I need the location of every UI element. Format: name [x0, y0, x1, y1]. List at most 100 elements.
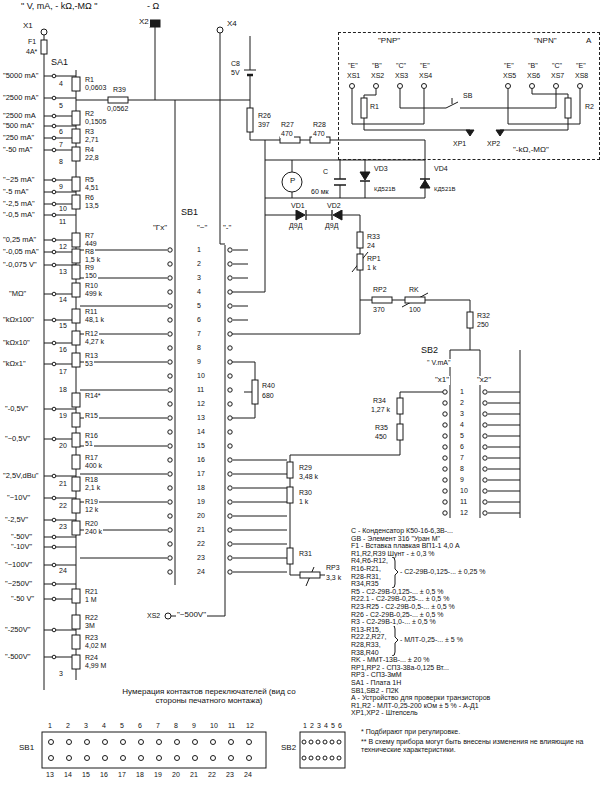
resistor-symbol [72, 635, 80, 649]
pin-label: "E" [575, 62, 587, 70]
component-label: 470 [312, 130, 326, 138]
component-label: 370 [372, 306, 386, 314]
switch-contact [168, 472, 172, 476]
contact-number: 13 [196, 414, 206, 422]
parts-list-line: R38,R40 [350, 649, 380, 657]
resistor-name: R14* [84, 392, 102, 400]
component-label: SB1 [180, 208, 199, 218]
pin-label: "B" [527, 62, 539, 70]
wire [488, 436, 520, 437]
switch-contact [483, 423, 487, 427]
switch-contact [483, 390, 487, 394]
switch-contact [228, 542, 232, 546]
resistor-name: R7 [84, 232, 95, 240]
component-label: 1,27 k [370, 406, 391, 414]
resistor-symbol [72, 77, 80, 91]
resistor-value: 4,27 k [84, 338, 105, 346]
pin-number: 15 [81, 771, 91, 779]
contact-number: 4 [459, 421, 465, 429]
footprint-hole [85, 740, 90, 745]
resistor-name: R20 [84, 520, 99, 528]
contact-number: 13 [58, 268, 68, 276]
switch-contact [168, 248, 172, 252]
component-label: "-" [222, 224, 232, 233]
footprint-hole [302, 756, 306, 760]
socket-label: XS4 [418, 72, 433, 80]
resistor-symbol [108, 97, 128, 103]
resistor-name: R6 [84, 194, 95, 202]
switch-contact [443, 412, 447, 416]
switch-contact [483, 489, 487, 493]
switch-contact [52, 202, 56, 206]
contact-number: 14 [196, 428, 206, 436]
parts-list-line: SB1,SB2 - П2К [350, 687, 400, 695]
resistor-name: R1 [84, 76, 95, 84]
switch-tap [44, 116, 76, 117]
contact-number: 6 [196, 316, 202, 324]
switch-contact [483, 434, 487, 438]
wire [488, 469, 520, 470]
parts-list-line: XP1,XP2 - Штепсель [350, 709, 419, 717]
contact-number: 16 [196, 456, 206, 464]
parts-list-line: RK - ММТ-13В-... ± 20 % [350, 656, 431, 664]
contact-number: 22 [196, 540, 206, 548]
range-label: "-0,5V" [4, 405, 29, 413]
socket-label: XS3 [394, 72, 409, 80]
component-label: - Ω [146, 2, 160, 12]
resistor-value: 1 M [84, 596, 98, 604]
wire [233, 572, 287, 573]
component-label: C8 [230, 60, 241, 68]
pin-number: 21 [189, 771, 199, 779]
wire [488, 502, 520, 503]
switch-contact [52, 238, 56, 242]
contact-number: 5 [459, 432, 465, 440]
range-label: "~10V" [6, 494, 31, 502]
pin-number: 23 [225, 771, 235, 779]
footprint-hole [323, 756, 327, 760]
pin-number: 9 [191, 722, 197, 730]
footprint-hole [229, 756, 234, 761]
switch-footprint [42, 732, 266, 768]
switch-tap [44, 630, 76, 631]
component-label: RP3 [325, 564, 341, 572]
resistor-symbol [72, 195, 80, 209]
component-label: R30 [298, 489, 313, 497]
range-label: "2,5V,dBu" [2, 472, 40, 480]
range-label: "kΩx1" [2, 360, 27, 368]
wiring [41, 20, 580, 768]
pin-label: "C" [551, 62, 563, 70]
resistor-name: R17 [84, 454, 99, 462]
range-label: "-5 mA" [2, 188, 29, 196]
pin-number: 17 [117, 771, 127, 779]
component-label: P [289, 177, 296, 186]
switch-name: SB1 [18, 744, 35, 753]
wire [488, 513, 520, 514]
switch-contact [168, 318, 172, 322]
component-label: C [322, 168, 329, 176]
switch-contact [168, 388, 172, 392]
pin-number: 5 [119, 722, 125, 730]
range-label: "2500 mA [2, 112, 37, 120]
switch-contact [168, 276, 172, 280]
range-label: "-10V" [10, 543, 33, 551]
pin-number: 24 [243, 771, 253, 779]
range-label: "-2,5 mA" [2, 200, 36, 208]
parts-list-line: R3 - С2-29В-1,0-... ± 0,5 % [350, 618, 437, 626]
footprint-hole [157, 756, 162, 761]
component-label: "x1" [434, 376, 450, 385]
contact-number: 21 [58, 480, 68, 488]
component-label: R32 [476, 312, 491, 320]
range-label: "2500 mA" [2, 94, 39, 102]
resistor-name: R11 [84, 308, 98, 316]
range-label: "kΩx10" [2, 339, 31, 347]
switch-contact [52, 136, 56, 140]
pin-number: 14 [63, 771, 73, 779]
meter-symbol [282, 172, 302, 192]
component-label: КД521В [373, 186, 397, 193]
switch-contact [168, 304, 172, 308]
socket-symbol [41, 29, 47, 35]
note: Нумерация контактов переключателей (вид … [118, 688, 300, 706]
pin-number: 2 [309, 722, 315, 730]
resistor-symbol [72, 433, 80, 447]
